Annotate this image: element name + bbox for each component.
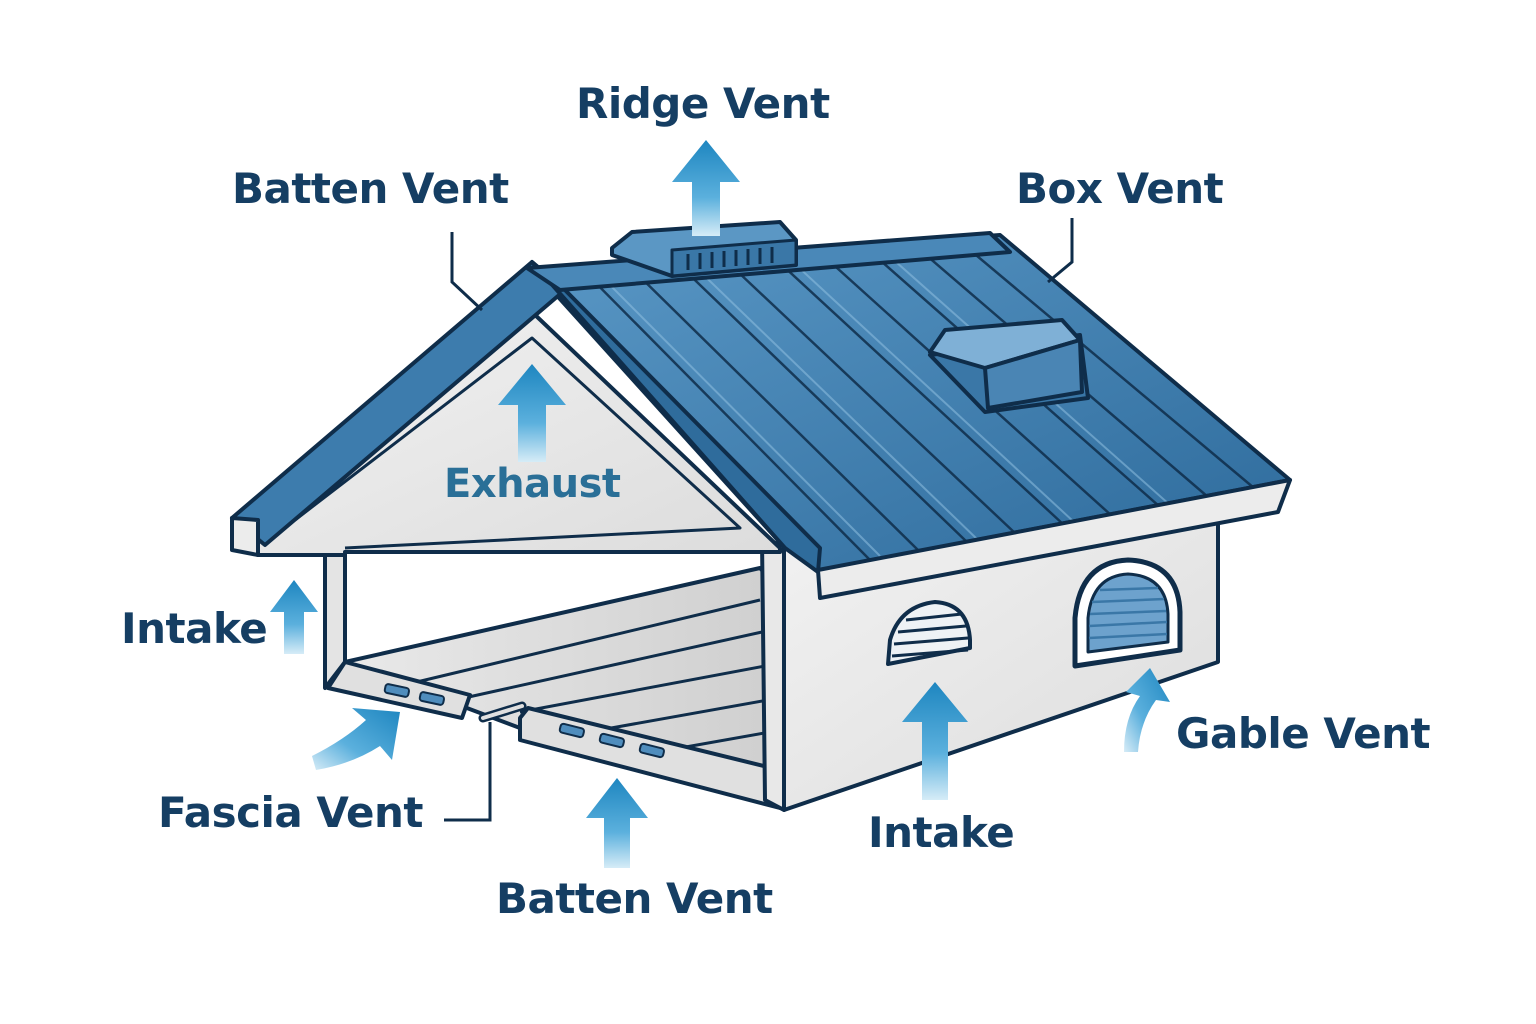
floor-board-line [599, 698, 769, 732]
arrow-exhaust [498, 364, 566, 462]
fascia-gap-strip [481, 704, 524, 720]
arrow-batten-vent-bottom [586, 778, 648, 868]
arrow-fascia-vent [312, 708, 400, 770]
box-vent-side [983, 338, 1084, 410]
label-fascia-vent: Fascia Vent [158, 788, 424, 837]
batten-slot [598, 732, 625, 749]
arrow-intake-left [270, 580, 318, 654]
box-vent-top [928, 318, 1082, 370]
wall-louver-small [886, 600, 972, 666]
gable-post [760, 538, 786, 812]
leader-box-vent [1047, 218, 1074, 284]
fascia-slot [418, 691, 446, 706]
arrow-gable-vent [1124, 668, 1170, 752]
gable-vent-window [1072, 557, 1183, 669]
label-intake-right: Intake [868, 808, 1015, 857]
arrow-ridge-vent [672, 140, 740, 236]
ridge-vent-front [670, 238, 798, 278]
floor-board-line [454, 630, 763, 702]
floor-board-line [399, 598, 761, 688]
roof-highlights [589, 245, 1171, 557]
label-ridge-vent: Ridge Vent [576, 79, 830, 128]
label-intake-left: Intake [121, 604, 268, 653]
roof-seams [577, 239, 1255, 561]
floor-board-line [519, 664, 766, 714]
batten-slot [558, 722, 585, 739]
batten-slot [638, 742, 665, 759]
fascia-slot [383, 683, 411, 698]
gable-inner-trim [294, 336, 742, 550]
label-box-vent: Box Vent [1016, 164, 1224, 213]
floor-board-line [679, 730, 771, 750]
ridge-vent-slots [686, 247, 774, 270]
label-gable-vent: Gable Vent [1176, 709, 1431, 758]
leader-fascia-vent [444, 722, 492, 822]
arrow-intake-right [902, 682, 968, 800]
label-exhaust: Exhaust [444, 461, 621, 507]
eave-fascia-trim [816, 478, 1292, 600]
label-batten-vent-top: Batten Vent [232, 164, 509, 213]
leader-batten-vent-top [450, 232, 484, 312]
gable-fascia-trim [230, 516, 260, 557]
label-batten-vent-bottom: Batten Vent [496, 874, 773, 923]
